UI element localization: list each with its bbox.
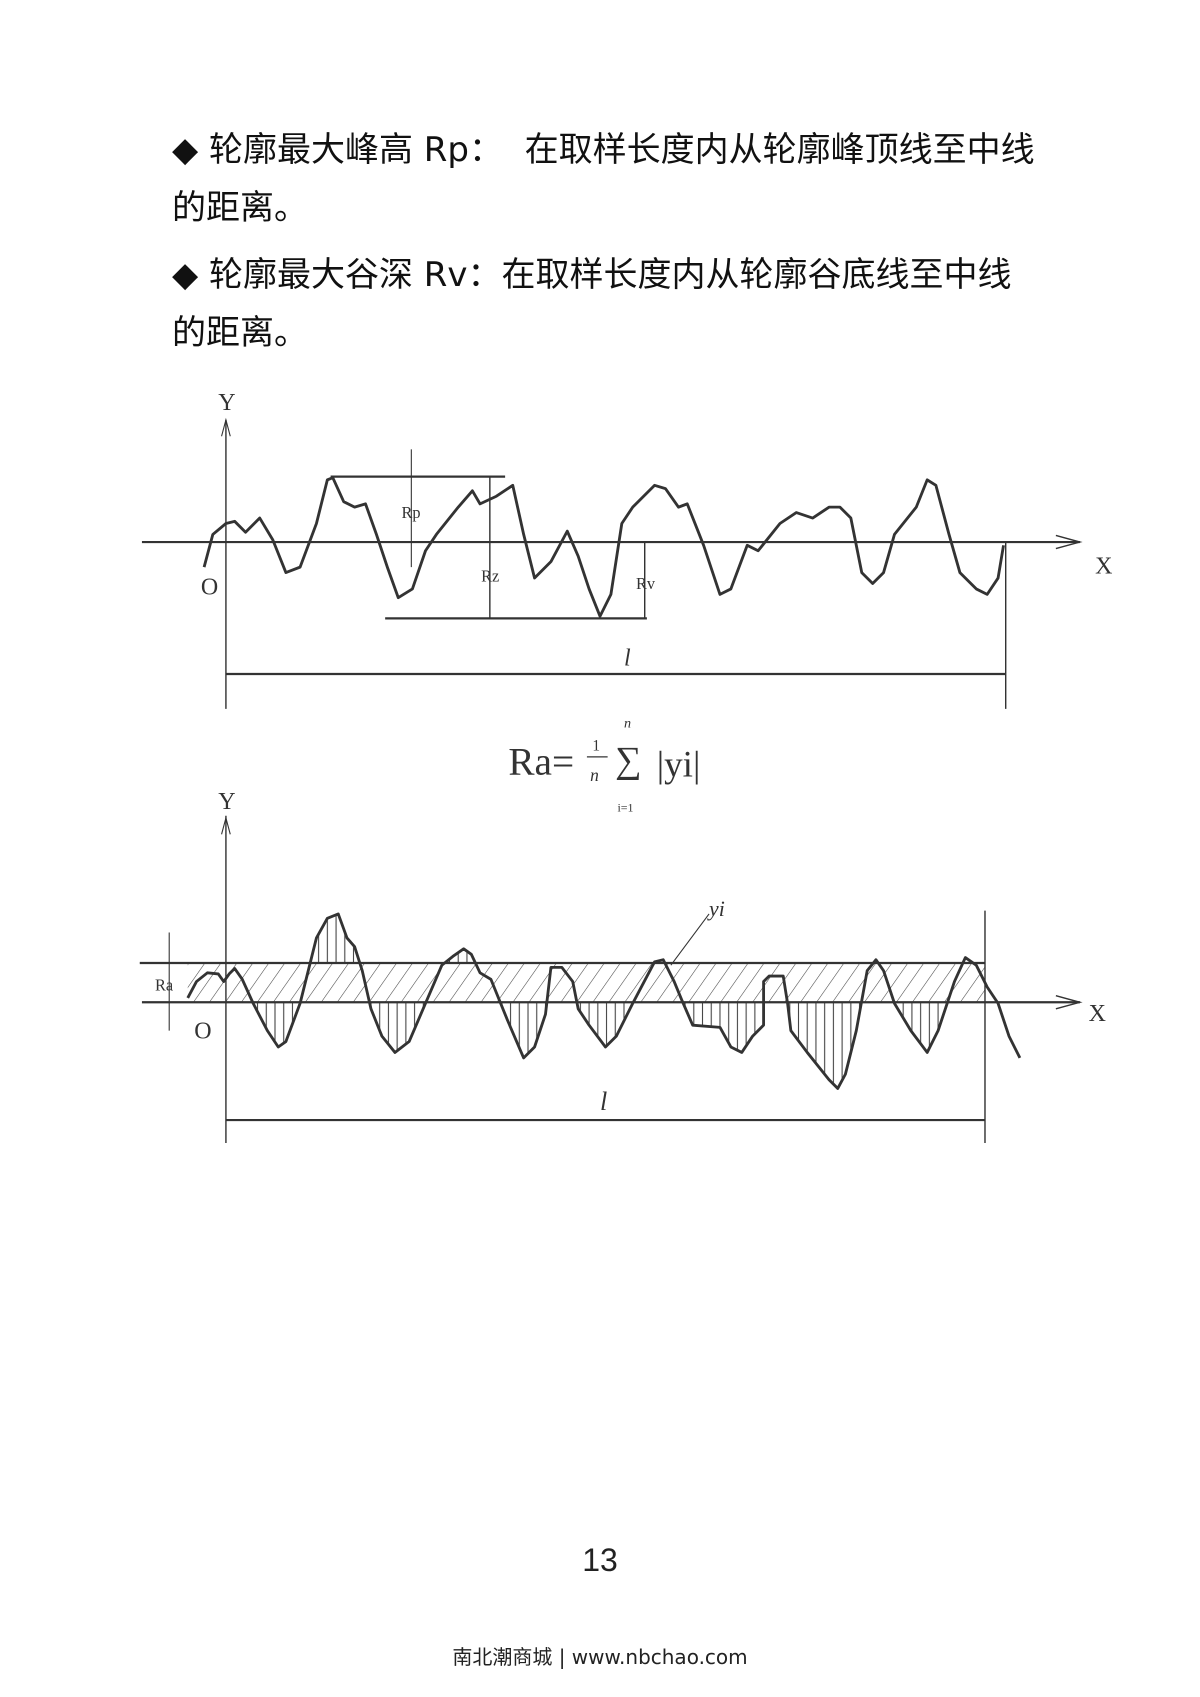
formula-lhs: Ra= <box>508 740 574 783</box>
x-axis-arrow <box>1055 995 1083 1010</box>
paragraph-rv-line2: 的距离。 <box>172 313 308 353</box>
yi-leader <box>670 913 710 966</box>
origin-label: O <box>201 574 218 600</box>
formula-numerator: 1 <box>592 737 600 754</box>
y-axis-label: Y <box>218 390 235 416</box>
yi-label: yi <box>707 897 725 921</box>
rp-label: Rp <box>402 503 421 522</box>
rv-label: Rv <box>636 574 656 593</box>
footer-source: 南北潮商城 | www.nbchao.com <box>452 1645 748 1669</box>
profile-curve <box>186 912 1022 1090</box>
formula-upper-limit: n <box>624 715 631 731</box>
formula-denominator: n <box>590 765 599 785</box>
ra-label: Ra <box>155 975 174 994</box>
length-label: l <box>624 645 631 671</box>
formula-term: |yi| <box>657 745 701 786</box>
paragraph-rp-line2: 的距离。 <box>172 188 308 228</box>
y-axis-arrow <box>221 417 231 437</box>
rz-label: Rz <box>481 566 499 585</box>
ra-formula: Ra= 1 n n ∑ i=1 |yi| <box>508 715 700 814</box>
ra-band-hatch <box>187 963 985 1003</box>
formula-lower-limit: i=1 <box>617 800 633 814</box>
x-axis-label: X <box>1095 554 1112 580</box>
x-axis-arrow <box>1055 534 1083 550</box>
profile-diagram-rp-rv <box>141 417 1083 709</box>
profile-curve <box>202 476 1005 618</box>
paragraph-rv-line1: ◆ 轮廓最大谷深 Rv：在取样长度内从轮廓谷底线至中线 <box>172 255 1012 295</box>
profile-diagram-ra <box>139 815 1083 1143</box>
y-axis-label: Y <box>218 789 235 815</box>
origin-label: O <box>194 1018 211 1044</box>
formula-sigma: ∑ <box>615 740 641 781</box>
x-axis-label: X <box>1089 1001 1106 1027</box>
y-axis-arrow <box>221 815 231 835</box>
length-label: l <box>600 1087 607 1116</box>
page-number: 13 <box>582 1542 618 1578</box>
paragraph-rp-line1: ◆ 轮廓最大峰高 Rp： 在取样长度内从轮廓峰顶线至中线 <box>172 130 1035 170</box>
